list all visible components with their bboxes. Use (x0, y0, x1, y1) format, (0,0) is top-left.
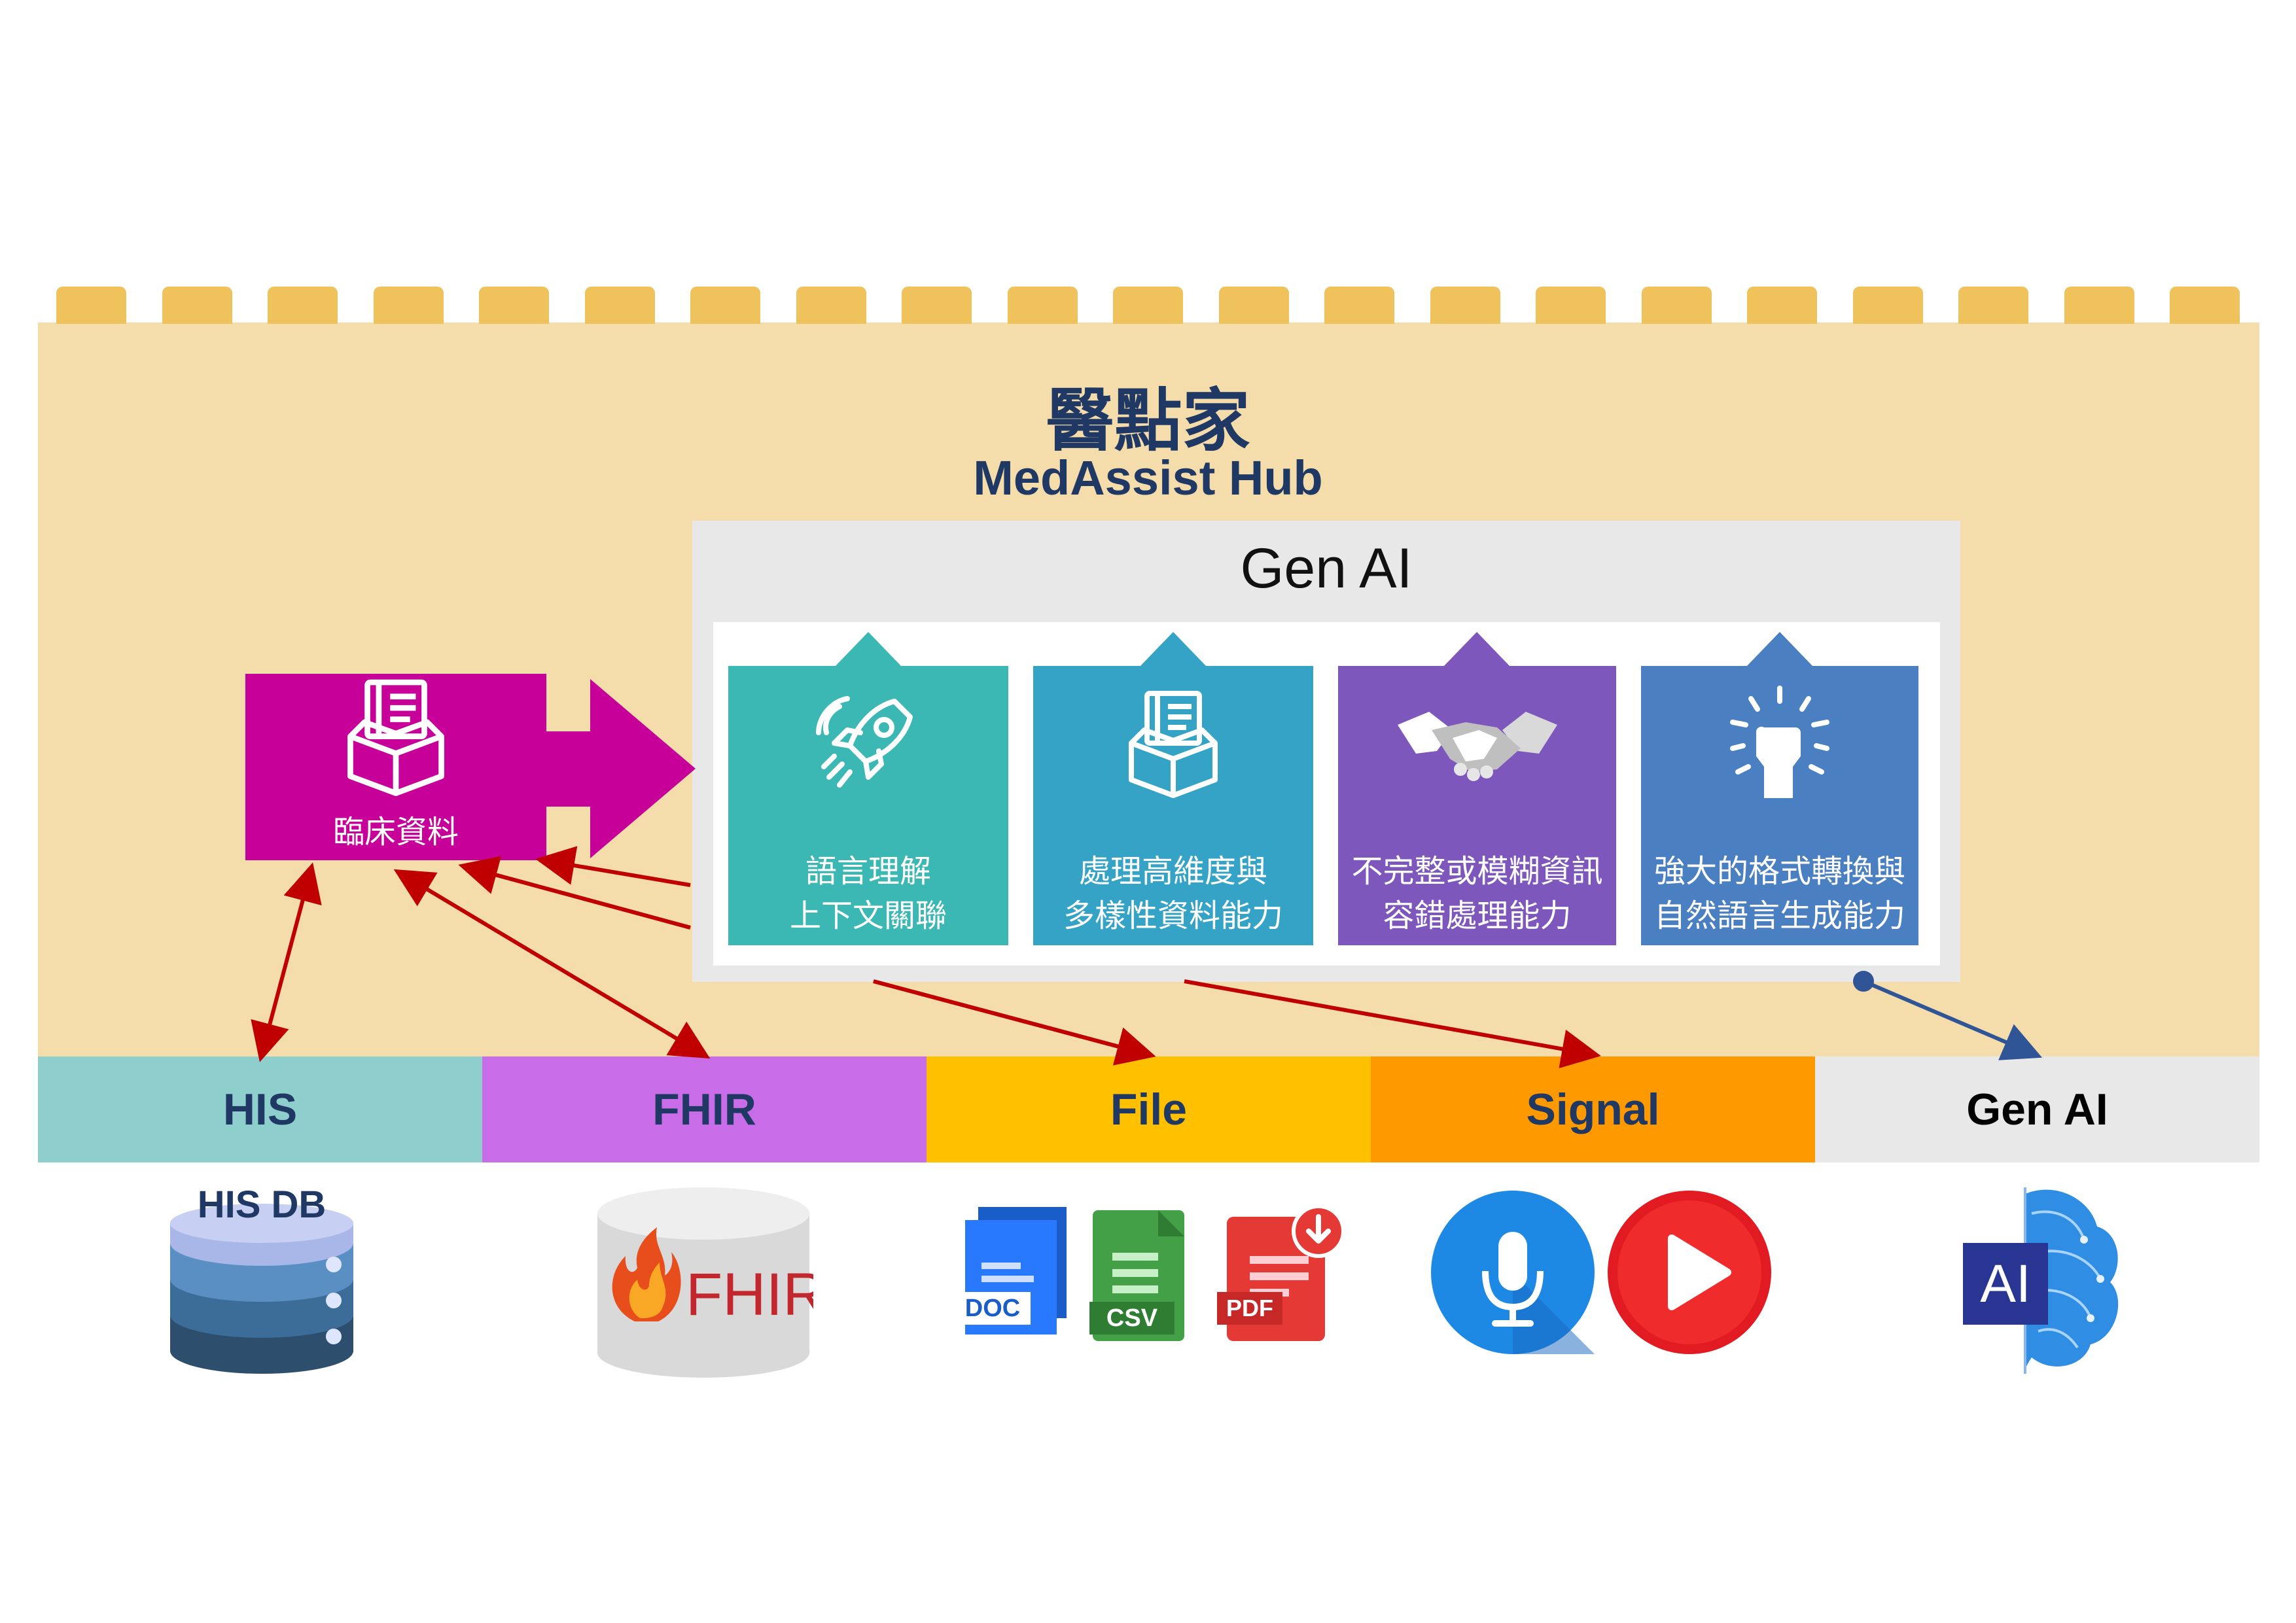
battlement-merlon (268, 287, 338, 324)
battlement-merlon (1536, 287, 1606, 324)
battlement-merlon (1430, 287, 1500, 324)
doc-file-icon: DOC (955, 1207, 1067, 1335)
his-db-label: HIS DB (197, 1183, 327, 1226)
play-button-icon (1608, 1191, 1771, 1354)
battlement-merlon (584, 287, 655, 324)
card-notch (1139, 632, 1207, 667)
capability-text: 處理高維度與 多樣性資料能力 (1063, 853, 1283, 934)
doc-label: DOC (965, 1295, 1020, 1322)
genai-panel-title: Gen AI (1240, 537, 1413, 600)
battlement-merlon (1852, 287, 1923, 324)
battlement-merlon (1218, 287, 1289, 324)
data-box-icon (1108, 678, 1239, 811)
database-icon (170, 1204, 353, 1374)
fhir-database-icon: FHIR (597, 1187, 813, 1378)
category-fhir: FHIR (482, 1056, 927, 1162)
battlement-merlon (1641, 287, 1712, 324)
category-label: FHIR (652, 1085, 756, 1134)
category-label: Gen AI (1966, 1085, 2108, 1134)
arrow-clinical-fhir (393, 869, 711, 1059)
ai-brain-icon: AI (1963, 1187, 2119, 1374)
category-signal: Signal (1371, 1056, 1815, 1162)
card-notch (1746, 632, 1814, 667)
hub-title-english: MedAssist Hub (973, 451, 1323, 505)
pdf-label: PDF (1226, 1295, 1273, 1321)
arrow-genai (1862, 979, 2043, 1060)
microphone-icon (1431, 1191, 1595, 1354)
big-right-arrow (543, 679, 696, 858)
handshake-icon (1392, 678, 1563, 811)
capability-text: 不完整或模糊資訊 容錯處理能力 (1351, 853, 1603, 934)
battlement-merlon (1958, 287, 2028, 324)
battlement-merlon (2064, 287, 2134, 324)
rocket-icon (803, 678, 934, 811)
battlement-merlon (479, 287, 549, 324)
battlement-merlon (1113, 287, 1183, 324)
battlement-merlon (690, 287, 760, 324)
battlement-merlon (56, 287, 126, 324)
clinical-data-label: 臨床資料 (332, 814, 459, 850)
flame-icon (612, 1227, 681, 1321)
battlement-merlon (902, 287, 972, 324)
capability-text: 強大的格式轉換與 自然語言生成能力 (1653, 853, 1905, 934)
battlement-merlon (1324, 287, 1394, 324)
category-file: File (927, 1056, 1371, 1162)
capability-card-language: 語言理解 上下文關聯 (728, 632, 1008, 945)
capability-card-format-conversion: 強大的格式轉換與 自然語言生成能力 (1641, 632, 1918, 945)
battlement-merlon (1007, 287, 1078, 324)
battlement-merlon (1747, 287, 1817, 324)
arrow-clinical-signal-upper (535, 846, 691, 887)
csv-label: CSV (1106, 1304, 1158, 1332)
arrow-clinical-his (251, 862, 322, 1062)
category-label: Signal (1526, 1085, 1660, 1134)
battlement-merlon (162, 287, 232, 324)
csv-file-icon: CSV (1089, 1210, 1184, 1341)
arrow-clinical-signal (1184, 979, 1601, 1069)
battlement-merlon (373, 287, 444, 324)
capability-card-high-dimensional-data: 處理高維度與 多樣性資料能力 (1033, 632, 1313, 945)
fhir-logo-text: FHIR (686, 1261, 813, 1328)
category-label: HIS (222, 1085, 298, 1134)
battlement-merlon (796, 287, 866, 324)
battlement-merlon (2170, 287, 2240, 324)
raised-fist-icon (1714, 678, 1845, 811)
category-genai: Gen AI (1815, 1056, 2259, 1162)
capability-text: 語言理解 上下文關聯 (789, 853, 947, 934)
category-his: HIS (38, 1056, 482, 1162)
card-notch (834, 632, 902, 667)
card-notch (1443, 632, 1511, 667)
category-label: File (1110, 1085, 1188, 1134)
data-box-icon (324, 674, 468, 807)
ai-badge-text: AI (1980, 1254, 2030, 1314)
pdf-file-icon: PDF (1217, 1204, 1345, 1341)
hub-title-chinese: 醫點家 (1046, 381, 1250, 461)
capability-card-fault-tolerance: 不完整或模糊資訊 容錯處理能力 (1338, 632, 1616, 945)
